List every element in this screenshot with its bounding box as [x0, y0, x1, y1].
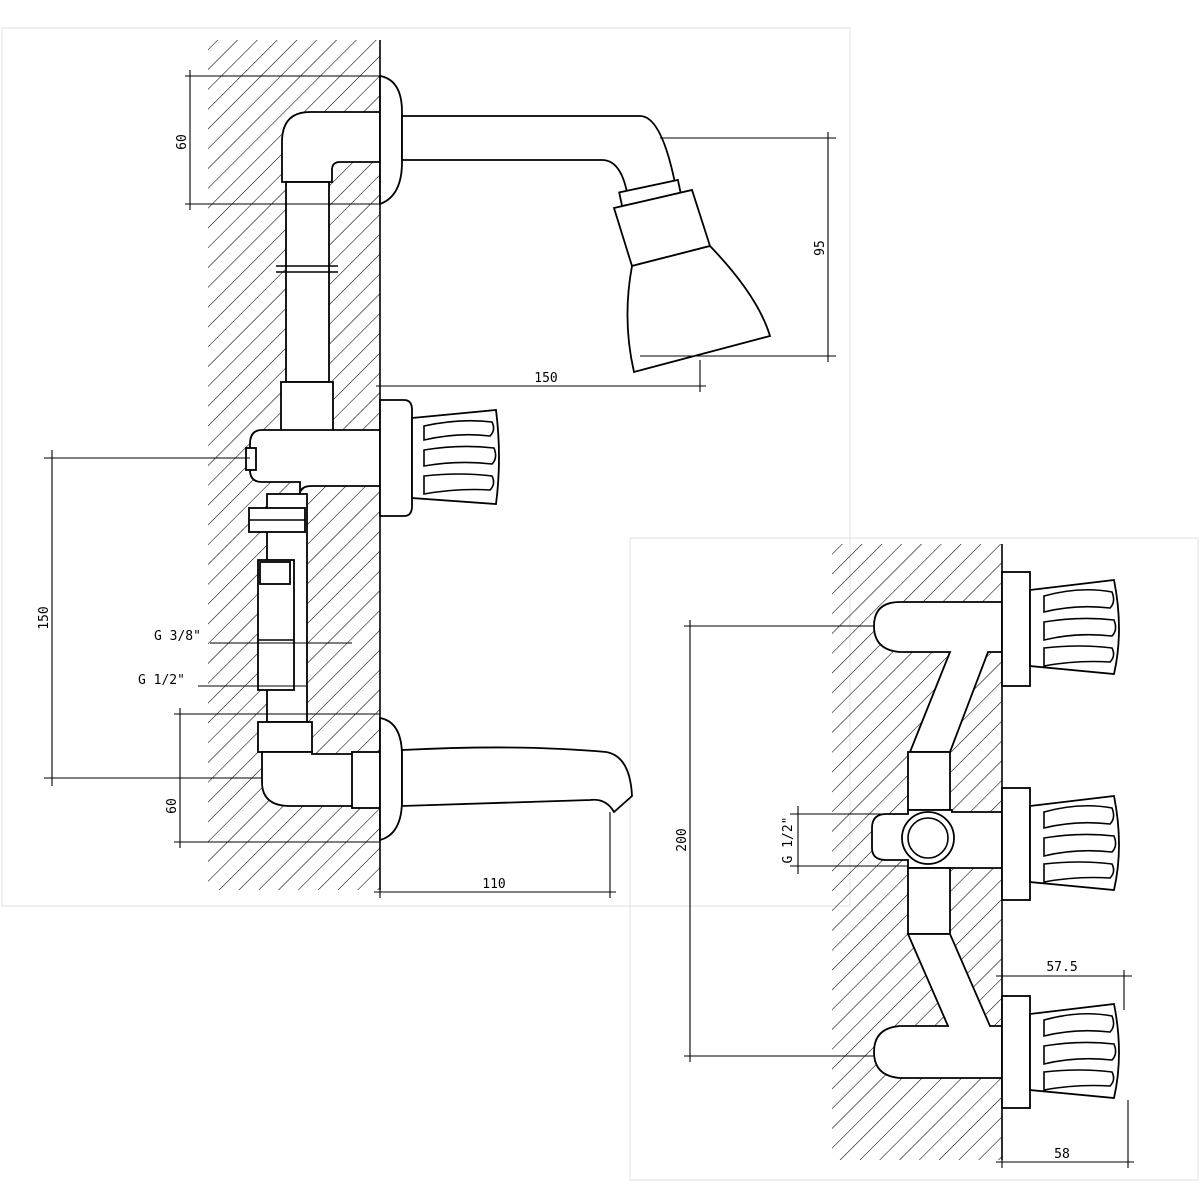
- dim-label: 60: [165, 798, 180, 814]
- dim-handle-depth-lower: 58: [996, 1100, 1134, 1168]
- thread-label-g12: G 1/2": [138, 673, 185, 688]
- dim-spout-projection: 110: [374, 812, 616, 898]
- front-thread-label: G 1/2": [781, 817, 796, 864]
- dim-label: 57.5: [1046, 960, 1077, 975]
- side-view-frame: [1, 27, 851, 907]
- concealed-pipework: [245, 111, 381, 809]
- side-mixer-handle: [379, 399, 500, 517]
- dim-inlet-spacing: 200: [675, 620, 874, 1062]
- front-handle-bottom: [1001, 995, 1120, 1109]
- thread-callouts: G 3/8" G 1/2": [138, 629, 352, 688]
- shower-arm: [379, 74, 772, 374]
- dim-label: 150: [534, 371, 557, 386]
- dim-shower-drop: 95: [640, 132, 836, 362]
- dim-label: 200: [675, 828, 690, 851]
- front-thread-callout: G 1/2": [781, 806, 908, 874]
- dim-shower-projection: 150: [376, 360, 706, 392]
- dim-spout-mount-height: 60: [165, 708, 380, 848]
- dim-label: 60: [175, 134, 190, 150]
- front-handle-middle: [1001, 787, 1120, 901]
- side-view: 60 95 150 150 G 3/8" G 1/2": [37, 40, 836, 898]
- dim-label: 58: [1054, 1147, 1070, 1162]
- front-body: [871, 601, 1003, 1079]
- dim-handle-depth-upper: 57.5: [996, 960, 1132, 1010]
- thread-label-g38: G 3/8": [154, 629, 201, 644]
- dim-shower-mount-height: 60: [175, 70, 380, 210]
- front-handle-top: [1001, 571, 1120, 687]
- dim-outlet-spacing: 150: [37, 450, 262, 786]
- front-view-frame: [629, 537, 1199, 1181]
- dim-label: 95: [813, 240, 828, 256]
- spout: [379, 716, 633, 842]
- dim-label: 150: [37, 606, 52, 629]
- front-inlet-port: [901, 811, 955, 865]
- dim-label: 110: [482, 877, 505, 892]
- front-view: 200 G 1/2" 57.5 58: [675, 544, 1134, 1168]
